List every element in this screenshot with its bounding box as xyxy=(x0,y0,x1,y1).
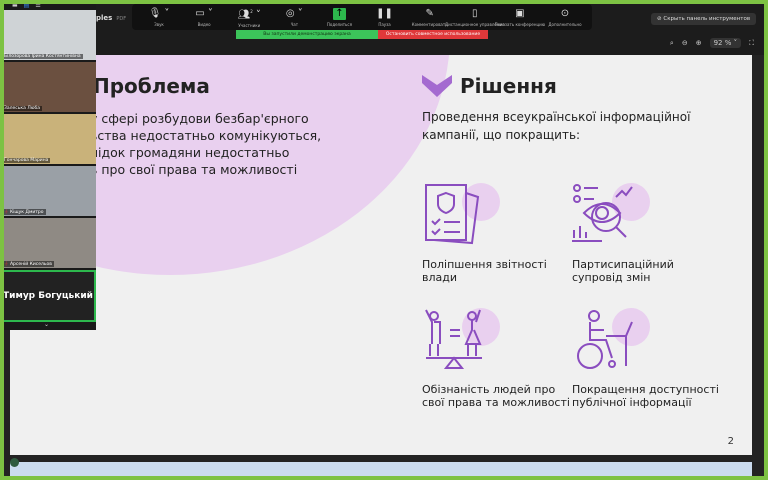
speaker-view-icon[interactable]: ▤ xyxy=(23,1,30,9)
annotate-icon: ✎ xyxy=(425,7,434,19)
participant-name: ⏚ Кіщук Дмитро xyxy=(2,209,46,215)
video-button[interactable]: ▭ ˅Видео xyxy=(195,7,213,27)
participant-tile[interactable]: ⏚ Кіщук Дмитро xyxy=(0,166,96,216)
participant-tile[interactable]: Гончарова Марина xyxy=(0,114,96,164)
microphone-icon: 🎙︎ ˅ xyxy=(148,7,170,19)
participant-name: ⏚ Арсеній Кисельов xyxy=(2,261,54,267)
chevron-down-icon[interactable]: ⌄ xyxy=(44,321,50,328)
participant-name: Залеська Люба xyxy=(2,106,43,111)
participant-tile[interactable]: Залеська Люба xyxy=(0,62,96,112)
wheelchair-laptop-icon xyxy=(577,310,633,369)
zoom-controls: ⌕ ⊖ ⊕ 92 % ˅ ⛶ xyxy=(670,38,754,48)
remote-control-icon: ▯ xyxy=(472,7,478,19)
solution-header: Рішення xyxy=(422,74,557,98)
video-icon: ▭ ˅ xyxy=(195,7,213,19)
meeting-toolbar: 🎙︎ ˅Звук ▭ ˅Видео 👥︎2 ˅Участники ◎ ˅Чат … xyxy=(132,4,592,30)
presentation-slide: Проблема у сфері розбудови безбар'єрного… xyxy=(10,55,752,455)
gallery-view-icon[interactable]: ☰ xyxy=(35,1,41,9)
page-number: 2 xyxy=(727,436,734,447)
chat-icon: ◎ ˅ xyxy=(285,7,303,19)
analytics-eye-icon xyxy=(572,184,633,242)
share-icon: ↑ xyxy=(333,7,346,20)
show-conference-button[interactable]: ▣Показать конференцию xyxy=(494,7,546,27)
search-icon[interactable]: ⌕ xyxy=(669,38,674,47)
next-slide-preview xyxy=(10,462,752,480)
hide-icon: ⊘ xyxy=(657,16,664,22)
hide-toolbar-button[interactable]: ⊘ Скрыть панель инструментов xyxy=(651,13,757,25)
zoom-level-select[interactable]: 92 % ˅ xyxy=(709,38,742,48)
annotation-pen-icon[interactable] xyxy=(10,458,19,467)
participants-button[interactable]: 👥︎2 ˅Участники xyxy=(228,4,270,30)
stop-sharing-button[interactable]: Остановить совместное использование xyxy=(378,30,488,39)
chat-button[interactable]: ◎ ˅Чат xyxy=(285,7,303,27)
pause-icon: ❚❚ xyxy=(376,7,393,19)
problem-title: Проблема xyxy=(93,74,210,98)
annotate-button[interactable]: ✎Комментировать xyxy=(411,7,448,27)
gallery-view-controls: ▬ ▤ ☰ xyxy=(0,0,96,10)
participants-icon: 👥︎2 ˅ xyxy=(237,8,261,21)
more-icon: ⊙ xyxy=(560,7,570,19)
participant-tile[interactable]: Білозорова Ірина Костянтинівна xyxy=(0,10,96,60)
minimize-icon[interactable]: ▬ xyxy=(12,1,18,9)
active-speaker-tile[interactable]: Тимур Богуцький xyxy=(0,270,96,322)
pause-button[interactable]: ❚❚Пауза xyxy=(376,7,393,27)
zoom-in-icon[interactable]: ⊕ xyxy=(695,39,702,47)
problem-text: у сфері розбудови безбар'єрного ьства не… xyxy=(90,111,322,177)
solution-item: Покращення доступності публічної інформа… xyxy=(572,308,722,409)
more-button[interactable]: ⊙Дополнительно xyxy=(548,7,582,27)
report-document-icon xyxy=(425,184,480,245)
participant-tile[interactable]: ⏚ Арсеній Кисельов xyxy=(0,218,96,268)
audio-button[interactable]: 🎙︎ ˅Звук xyxy=(148,7,170,27)
muted-mic-icon: ⏚ xyxy=(4,262,10,267)
show-conference-icon: ▣ xyxy=(515,7,525,19)
fit-icon[interactable]: ⛶ xyxy=(749,38,754,47)
remote-control-button[interactable]: ▯Дистанционное управление xyxy=(445,7,505,27)
participant-name: Білозорова Ірина Костянтинівна xyxy=(2,54,83,59)
solution-subtitle: Проведення всеукраїнської інформаційної … xyxy=(422,110,691,142)
participant-name: Гончарова Марина xyxy=(2,158,51,163)
muted-mic-icon: ⏚ xyxy=(4,210,10,215)
solution-item: Партисипаційний супровід змін xyxy=(572,183,722,284)
solution-item: Обізнаність людей про свої права та можл… xyxy=(422,308,572,409)
equality-people-icon xyxy=(425,309,482,369)
sharing-status-banner: Вы запустили демонстрацию экрана xyxy=(236,30,378,39)
zoom-out-icon[interactable]: ⊖ xyxy=(681,39,688,47)
heart-chevron-icon xyxy=(422,75,452,97)
solution-item: Поліпшення звітності влади xyxy=(422,183,572,284)
share-button[interactable]: ↑Поделиться xyxy=(326,7,352,27)
